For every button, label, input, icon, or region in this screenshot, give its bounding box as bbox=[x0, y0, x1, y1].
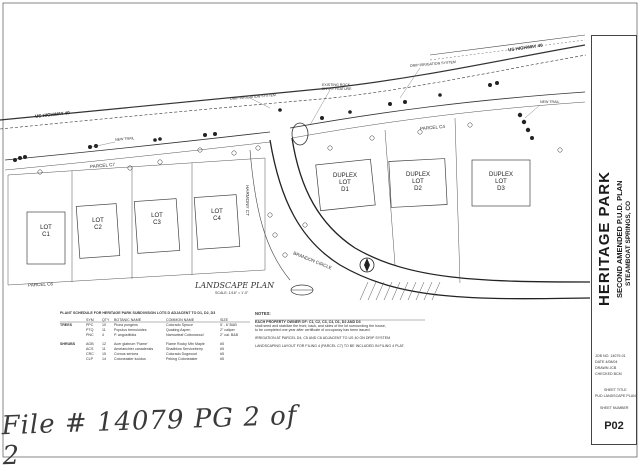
road-label-harmony: HARMONY CT bbox=[244, 185, 250, 216]
schedule-row: PTQ 11 Populus tremuloides Quaking Aspen 2" … bbox=[60, 328, 250, 332]
schedule-cell: 14 bbox=[102, 357, 106, 361]
schedule-cell: Peking Cotoneaster bbox=[166, 357, 198, 361]
sheet-number: P02 bbox=[604, 420, 624, 432]
note-2: shall seed and stabilize the front, back… bbox=[255, 324, 386, 328]
schedule-body: TREES PPC 10 Picea pungens Colorado Spruce 5'… bbox=[60, 323, 250, 365]
schedule-cell: 10 bbox=[102, 323, 106, 327]
handwritten-file-note: File # 14079 PG 2 of 2 bbox=[1, 400, 298, 471]
schedule-cell: PTQ bbox=[86, 328, 94, 332]
schedule-cell: Shadblow Serviceberry bbox=[166, 347, 203, 351]
schedule-cell: CRC bbox=[86, 352, 94, 356]
schedule-spacer bbox=[60, 361, 250, 365]
schedule-group-label: TREES bbox=[60, 323, 72, 327]
project-location: STEAMBOAT SPRINGS, CO bbox=[625, 200, 632, 286]
schedule-header: SYM QTY BOTANIC NAME COMMON NAME SIZE bbox=[86, 318, 228, 322]
schedule-group-label bbox=[60, 347, 82, 351]
schedule-cell: ACS bbox=[86, 347, 94, 351]
plan-scale: SCALE: 1/16" = 1'-0" bbox=[215, 291, 249, 295]
schedule-cell: 12 bbox=[102, 342, 106, 346]
rock-entry-callout: EXISTING ROCK ENTRY FEATURE bbox=[322, 83, 352, 91]
note-5: LANDSCAPING LAYOUT FOR FILING 4 (PARCEL … bbox=[255, 344, 405, 348]
schedule-row: SHRUBS AGB 12 Acer glabrum 'Flame' Flame Roc… bbox=[60, 342, 250, 346]
schedule-cell: 2" caliper bbox=[220, 328, 235, 332]
schedule-cell: Cotoneaster lucidus bbox=[114, 357, 146, 361]
schedule-cell: Picea pungens bbox=[114, 323, 138, 327]
schedule-cell: 11 bbox=[102, 347, 106, 351]
schedule-group-label bbox=[60, 333, 82, 337]
schedule-cell: #5 bbox=[220, 342, 224, 346]
field-date: DATE 4/08/04 bbox=[595, 360, 618, 364]
schedule-cell: 5' - 6' B&B bbox=[220, 323, 237, 327]
schedule-cell: Amelanchier canadensis bbox=[114, 347, 154, 351]
plan-title: LANDSCAPE PLAN bbox=[195, 281, 275, 290]
notes-title: NOTES: bbox=[255, 311, 271, 316]
sheet-number-label: SHEET NUMBER bbox=[600, 406, 629, 410]
schedule-cell: Colorado Dogwood bbox=[166, 352, 197, 356]
sheet-title: PUD LANDSCAPE PLAN bbox=[595, 394, 636, 398]
site-plan-drawing bbox=[0, 2, 638, 458]
schedule-cell: Acer glabrum 'Flame' bbox=[114, 342, 148, 346]
schedule-group-label bbox=[60, 357, 82, 361]
project-subtitle: SECOND AMENDED P.U.D. PLAN bbox=[615, 180, 624, 298]
field-drawn: DRAWN JCB bbox=[595, 366, 617, 370]
schedule-cell: 11 bbox=[102, 328, 106, 332]
schedule-cell: #5 bbox=[220, 357, 224, 361]
notes-block: NOTES: EACH PROPERTY OWNER OF: C1, C2, C… bbox=[255, 311, 425, 348]
sheet-title-label: SHEET TITLE bbox=[604, 388, 627, 392]
firm-logo: E S I bbox=[605, 330, 625, 340]
schedule-row: PNC 4 P. angustifolia Narrowleaf Cottonwood… bbox=[60, 333, 250, 337]
schedule-group-label: SHRUBS bbox=[60, 342, 76, 346]
schedule-cell: Quaking Aspen bbox=[166, 328, 191, 332]
schedule-group-label bbox=[60, 352, 82, 356]
schedule-row: TREES PPC 10 Picea pungens Colorado Spruce 5'… bbox=[60, 323, 250, 327]
schedule-cell: Cornus sericea bbox=[114, 352, 139, 356]
schedule-row: ACS 11 Amelanchier canadensis Shadblow Serv… bbox=[60, 347, 250, 351]
note-1: EACH PROPERTY OWNER OF: C1, C2, C3, C4, … bbox=[255, 320, 361, 324]
schedule-group-label bbox=[60, 328, 82, 332]
schedule-cell: 2" cal. B&B bbox=[220, 333, 239, 337]
schedule-cell: Colorado Spruce bbox=[166, 323, 193, 327]
schedule-cell: Populus tremuloides bbox=[114, 328, 147, 332]
schedule-cell: 4 bbox=[102, 333, 104, 337]
schedule-cell: Narrowleaf Cottonwood bbox=[166, 333, 204, 337]
schedule-spacer bbox=[60, 337, 250, 341]
schedule-cell: CLP bbox=[86, 357, 93, 361]
schedule-cell: P. angustifolia bbox=[114, 333, 137, 337]
note-3: to be completed one year after certifica… bbox=[255, 328, 371, 332]
plant-schedule: PLANT SCHEDULE FOR HERITAGE PARK SUBDIVI… bbox=[60, 311, 250, 365]
schedule-row: CRC 15 Cornus sericea Colorado Dogwood #5 bbox=[60, 352, 250, 356]
schedule-cell: PNC bbox=[86, 333, 94, 337]
schedule-row: CLP 14 Cotoneaster lucidus Peking Cotoneast… bbox=[60, 357, 250, 361]
field-job-no: JOB NO. 14079-01 bbox=[595, 354, 626, 358]
schedule-cell: Flame Rocky Mtn Maple bbox=[166, 342, 205, 346]
schedule-title: PLANT SCHEDULE FOR HERITAGE PARK SUBDIVI… bbox=[60, 311, 216, 315]
project-title: HERITAGE PARK bbox=[596, 171, 613, 306]
schedule-cell: 15 bbox=[102, 352, 106, 356]
new-trail-callout-east: NEW TRAIL bbox=[540, 100, 560, 104]
note-4: IRRIGATION AT PARCEL D4, C5 AND C6 ADJAC… bbox=[255, 336, 391, 340]
schedule-cell: #5 bbox=[220, 352, 224, 356]
schedule-cell: PPC bbox=[86, 323, 94, 327]
schedule-cell: #5 bbox=[220, 347, 224, 351]
field-checked: CHECKED BCM bbox=[595, 372, 622, 376]
schedule-cell: AGB bbox=[86, 342, 94, 346]
title-block: HERITAGE PARK SECOND AMENDED P.U.D. PLAN… bbox=[591, 35, 637, 445]
